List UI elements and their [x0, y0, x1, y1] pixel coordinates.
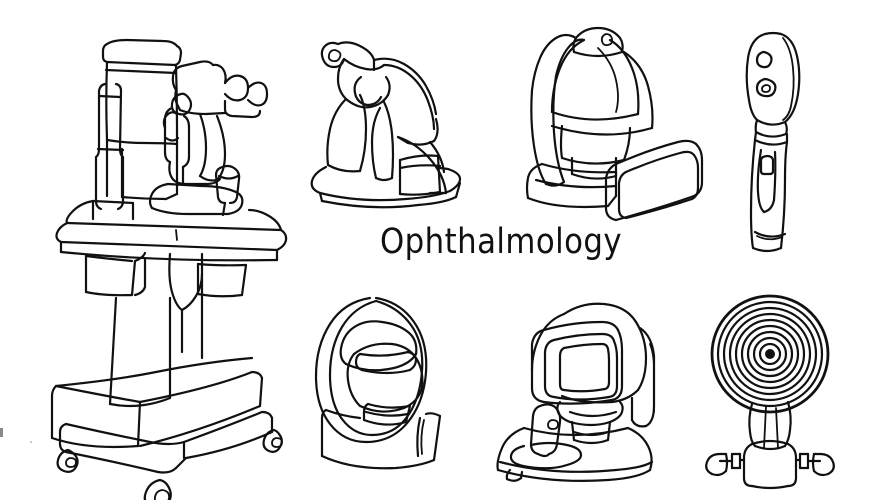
- instrument-table-top: [55, 199, 288, 262]
- ophthalmoscope-handle[interactable]: [749, 138, 789, 253]
- autorefractor-base: [496, 426, 654, 482]
- placido-disc-rings: [710, 294, 830, 414]
- illustration-autorefractor: [492, 288, 672, 482]
- illustration-fundus-camera: [500, 12, 715, 222]
- tonometer-base: [310, 165, 462, 209]
- tonometer-probe-tip: [320, 41, 386, 72]
- table-hanging-cable: [168, 252, 204, 360]
- lensmeter-aperture: [339, 320, 424, 426]
- edge-artifact-speck: [30, 441, 32, 443]
- illustration-slit-lamp-on-table: [48, 18, 308, 500]
- tonometer-body: [326, 57, 448, 196]
- slit-lamp-slide-deck: [148, 164, 244, 217]
- slit-lamp-chinrest: [94, 38, 183, 211]
- fundus-camera-head: [530, 26, 654, 187]
- instrument-table-column: [108, 296, 172, 408]
- illustration-tonometer: [308, 12, 483, 209]
- autorefractor-joystick[interactable]: [509, 403, 583, 470]
- slit-lamp-optics-head: [162, 60, 269, 186]
- edge-artifact-mark: [0, 428, 3, 437]
- fundus-camera-touchscreen[interactable]: [604, 139, 704, 222]
- placido-disc-pivot: [742, 439, 798, 490]
- illustration-direct-ophthalmoscope: [735, 24, 820, 253]
- autorefractor-objective-lens: [556, 400, 624, 445]
- placido-disc-stand-arms: [705, 452, 835, 477]
- instrument-table-floor-base: [56, 410, 283, 500]
- ophthalmoscope-head: [745, 31, 801, 126]
- ophthalmoscope-collar: [753, 118, 789, 146]
- illustration-placido-disc-keratometer: [705, 292, 851, 490]
- illustration-lensmeter-ring: [312, 292, 472, 472]
- autorefractor-monitor[interactable]: [530, 320, 624, 405]
- page-title: Ophthalmology: [380, 222, 623, 262]
